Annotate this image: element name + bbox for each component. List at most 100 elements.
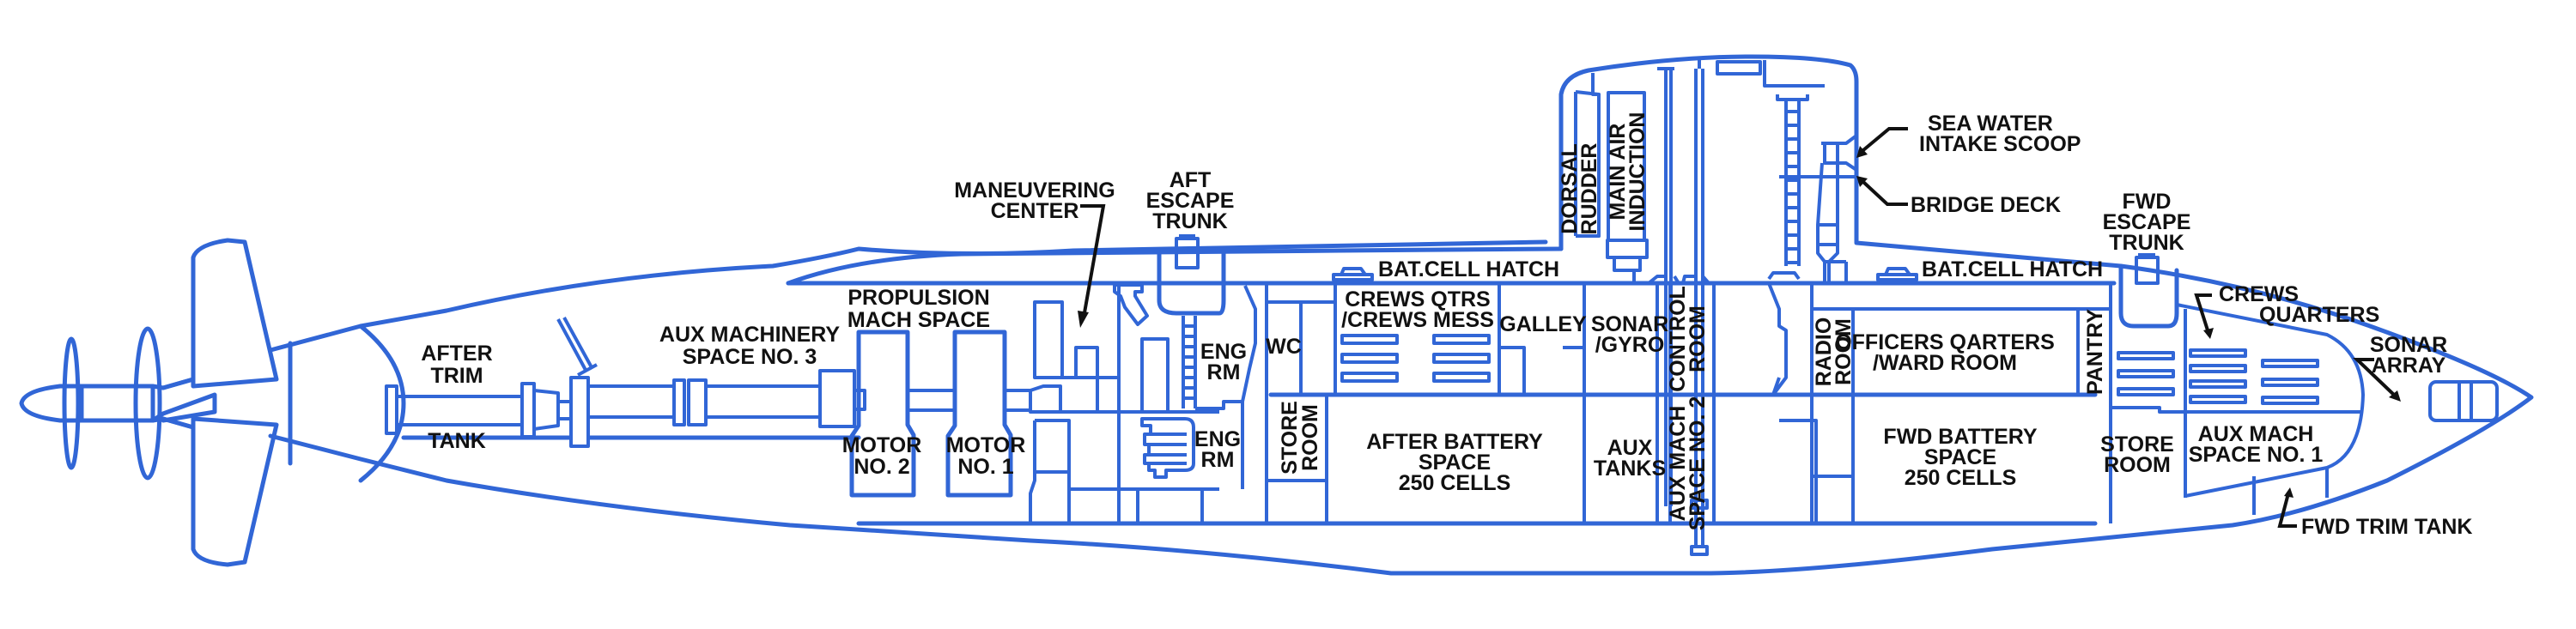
- bunk: [2189, 348, 2247, 358]
- reduction-gear: [1029, 384, 1062, 414]
- fwd-trim-arrowhead: [2284, 487, 2293, 498]
- periscope-2-guide-2: [1690, 545, 1709, 556]
- shaft-line: [385, 317, 866, 448]
- diesel-engine: [1140, 417, 1195, 479]
- periscope-2: [1694, 58, 1704, 545]
- stern-plane-upper: [191, 238, 279, 389]
- control-room-walls: [1656, 282, 1818, 523]
- engine-block-upper: [1140, 337, 1170, 414]
- sail-base-boxes: [1767, 260, 1848, 283]
- label-galley: GALLEY: [1499, 312, 1587, 336]
- crews-quarters-bulkhead: [2111, 303, 2365, 515]
- crews-quarters-bunks: [2117, 348, 2319, 405]
- tail-cone: [19, 384, 217, 423]
- fwd-propeller: [133, 326, 162, 481]
- pressure-hull-bottom: [401, 435, 2098, 526]
- crews-quarters-arrowhead: [2203, 328, 2214, 339]
- label-tank: TANK: [428, 429, 486, 453]
- motors: [849, 330, 1030, 498]
- maneuvering-leader: [1080, 204, 1106, 318]
- label-main-air-induction: MAIN AIRINDUCTION: [1606, 112, 1649, 232]
- stern-plane-lower: [191, 416, 279, 567]
- wc-partitions: [1265, 283, 1337, 523]
- pantry-wall: [2076, 283, 2112, 523]
- motor-2-outline: [849, 330, 916, 498]
- bunk: [1432, 334, 1491, 345]
- sonar-array-dividers: [2458, 382, 2473, 420]
- dorsal-rudder-box: [1576, 73, 1601, 238]
- bunk: [1340, 353, 1399, 364]
- shaft-section-3: [704, 384, 832, 419]
- label-control-room: CONTROLROOM: [1666, 286, 1710, 392]
- lower-mach-boxes: [1029, 410, 1219, 523]
- bunk: [1432, 353, 1491, 364]
- aft-hatch-stalk: [556, 317, 598, 377]
- shaft-coupling-3: [687, 378, 708, 426]
- leader-arrows: [1078, 127, 2401, 528]
- sonar-array-leader: [2353, 358, 2397, 398]
- crews-mess-bunks: [1340, 334, 1491, 383]
- sail-outline: [268, 54, 2534, 576]
- label-bridge-deck: BRIDGE DECK: [1911, 193, 2061, 217]
- engine-compartments: [1029, 234, 1257, 523]
- fwd-escape-trunk-hatch: [2135, 253, 2160, 285]
- label-sonar-gyro: SONAR/GYRO: [1591, 312, 1668, 357]
- aft-escape-trunk: [1157, 248, 1226, 316]
- stern-assembly: [19, 238, 279, 567]
- main-shaft-aft: [395, 395, 536, 426]
- eng-room-partition: [1195, 285, 1257, 489]
- bridge-deck-arrowhead: [1856, 176, 1868, 187]
- label-bat-cell-hatch-aft: BAT.CELL HATCH: [1378, 257, 1559, 281]
- label-radio-room: RADIOROOM: [1812, 318, 1856, 387]
- control-room-ceiling: [1647, 275, 1717, 285]
- crews-quarters-leader: [2194, 293, 2212, 334]
- fwd-trim-leader: [2277, 493, 2297, 528]
- bunk: [2189, 364, 2247, 373]
- shaft-reducer: [532, 389, 573, 431]
- bridge-deck-leader: [1862, 180, 1908, 206]
- stern-hull-top: [161, 377, 196, 390]
- forward-compartments: [1810, 253, 2499, 523]
- maneuvering-console-2: [1074, 346, 1099, 379]
- bunk: [2117, 387, 2175, 396]
- bunk: [2261, 359, 2319, 368]
- label-aux-mach-2: AUX MACHSPACE NO. 2: [1666, 396, 1710, 531]
- label-officers-quarters: OFFICERS QARTERS/WARD ROOM: [1835, 330, 2055, 375]
- galley-partitions: [1498, 283, 1586, 523]
- after-trim-bulkhead: [358, 324, 406, 483]
- shaft-section-2: [586, 384, 676, 419]
- label-dorsal-rudder: DORSALRUDDER: [1558, 143, 1601, 235]
- motor-1-outline: [945, 330, 1013, 498]
- casing-top: [786, 246, 1564, 286]
- bunk: [2261, 378, 2319, 387]
- radio-room-walls: [1810, 283, 2111, 523]
- aft-escape-trunk-hatch: [1175, 234, 1200, 269]
- bunk: [2261, 396, 2319, 405]
- bunk: [1340, 372, 1399, 383]
- periscope-2-guide-1: [1690, 499, 1709, 510]
- bat-cell-hatch-fwd: [1876, 267, 1918, 281]
- sail-internals: [1574, 58, 1918, 556]
- label-crews-qtrs: CREWS QTRS/CREWS MESS: [1341, 287, 1494, 332]
- pressure-hull: [401, 281, 2117, 526]
- periscope-1: [1657, 67, 1674, 506]
- maneuvering-console-1: [1033, 300, 1064, 379]
